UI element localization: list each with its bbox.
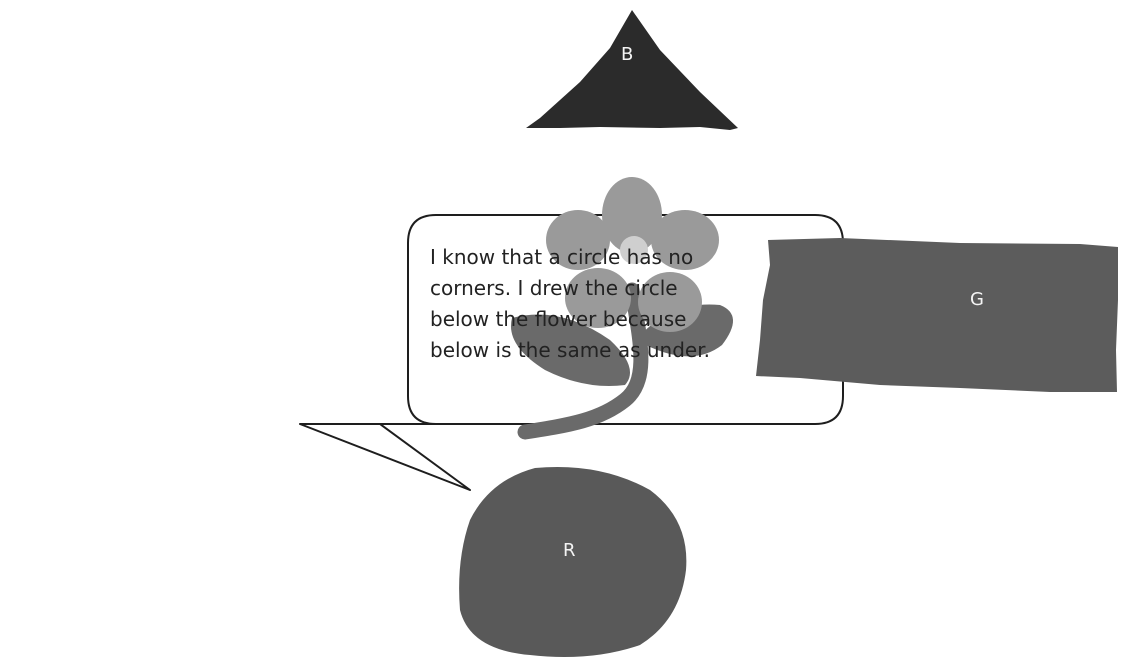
circle-label: R — [563, 542, 576, 560]
speech-bubble-text: I know that a circle has no corners. I d… — [430, 242, 850, 366]
speech-bubble-line: I know that a circle has no — [430, 242, 850, 273]
speech-bubble-line: below is the same as under. — [430, 335, 850, 366]
circle-shape — [459, 467, 686, 657]
speech-bubble-line: corners. I drew the circle — [430, 273, 850, 304]
triangle-label: B — [621, 46, 633, 64]
rectangle-label: G — [970, 291, 984, 309]
speech-bubble-line: below the flower because — [430, 304, 850, 335]
triangle-shape — [526, 10, 738, 130]
